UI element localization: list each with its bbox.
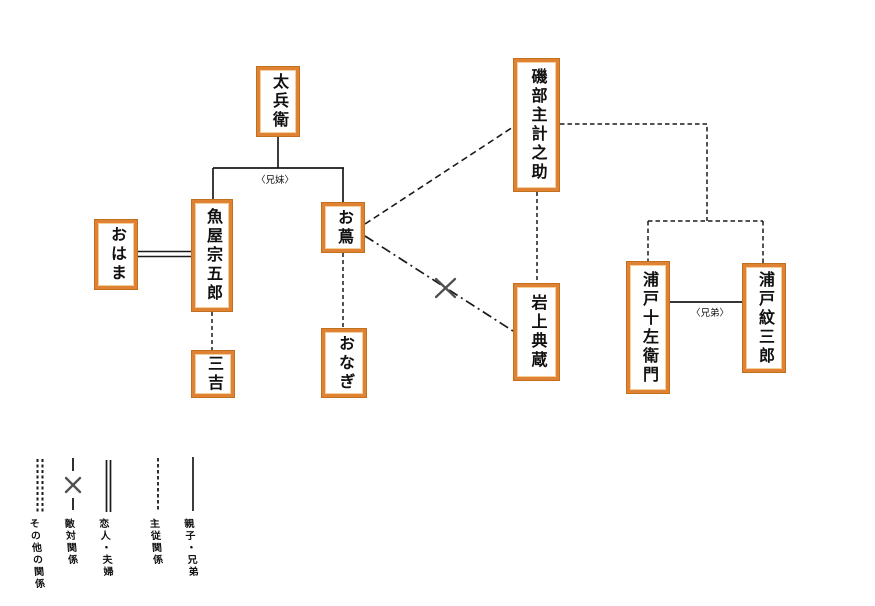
legend-sample-couple: [105, 460, 112, 512]
edge-hostile-otsuta-tenzo: [364, 235, 514, 332]
legend-sample-hostile: [64, 458, 82, 510]
node-urato-juzaemon: 浦戸十左衛門: [626, 261, 670, 394]
node-onagi-label: おなぎ: [336, 334, 353, 392]
edge-marriage-ohama-sogoro: [138, 250, 191, 258]
node-tenzo-label: 岩上典蔵: [528, 294, 546, 370]
node-monzaburo-label: 浦戸紋三郎: [756, 270, 773, 366]
edge-tag-brothers: 〈兄弟〉: [690, 308, 729, 319]
node-onagi: おなぎ: [321, 328, 367, 398]
node-sankichi: 三吉: [191, 350, 235, 398]
node-isobe-label: 磯部主計之助: [528, 68, 546, 182]
node-sogoro-label: 魚屋宗五郎: [204, 208, 221, 303]
node-juzaemon-label: 浦戸十左衛門: [640, 270, 657, 385]
hostility-x-mark: [434, 277, 457, 299]
node-sankichi-label: 三吉: [205, 355, 222, 393]
node-ohama-label: おはま: [108, 226, 125, 283]
node-urato-monzaburo: 浦戸紋三郎: [742, 263, 786, 373]
node-isobe-kazuenosuke: 磯部主計之助: [513, 58, 560, 192]
node-tahei: 太兵衛: [256, 66, 300, 137]
node-ohama: おはま: [94, 219, 138, 290]
node-otsuta-label: お蔦: [335, 208, 352, 247]
edge-siblings-branch: [212, 137, 344, 202]
node-iwakami-tenzo: 岩上典蔵: [513, 283, 560, 381]
edge-master-isobe-otsuta: [364, 126, 514, 225]
legend-sample-other-relation: [36, 459, 44, 513]
edge-master-isobe-uratos: [560, 123, 764, 263]
edge-tag-siblings: 〈兄妹〉: [255, 175, 294, 186]
node-sakanaya-sogoro: 魚屋宗五郎: [191, 199, 233, 312]
node-tahei-label: 太兵衛: [270, 73, 287, 130]
node-otsuta: お蔦: [321, 202, 365, 253]
